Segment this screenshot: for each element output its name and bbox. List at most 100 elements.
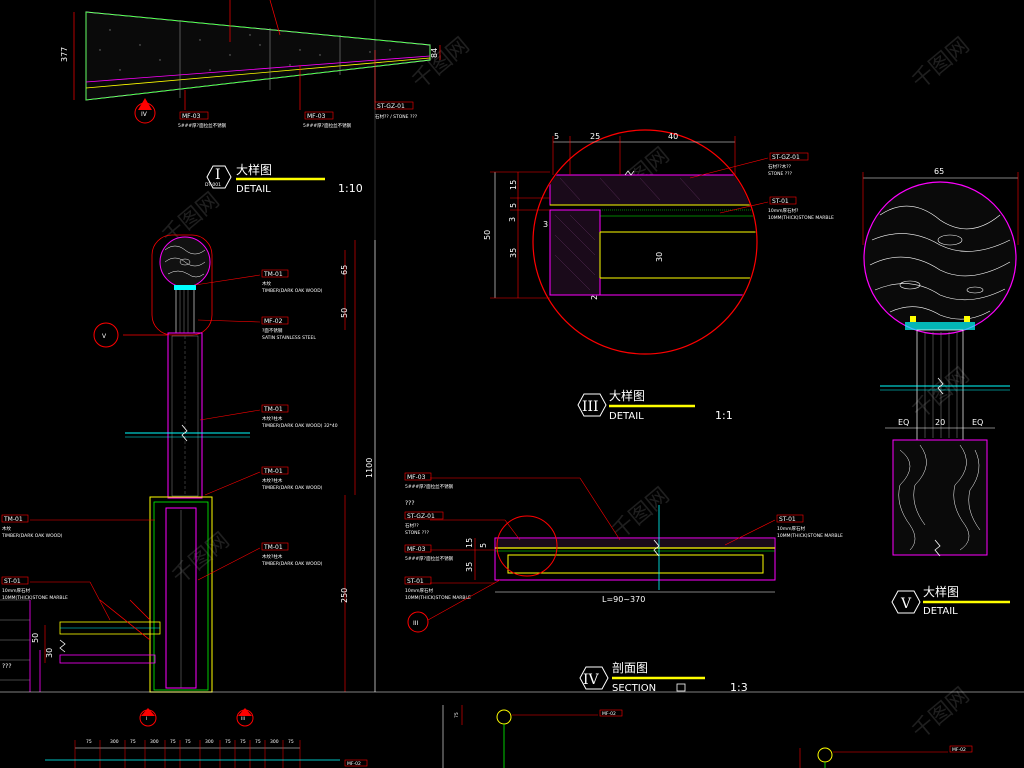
dim: 75 [454,712,460,718]
section-arrow-icon [138,98,152,110]
tag-code: MF-03 [182,113,201,120]
dim: 75 [255,739,261,745]
section-IV-title: IV 剖面图 SECTION 1:3 [579,661,748,694]
tag-line1: 木纹?柱木 [262,415,283,422]
dim: 65 [934,167,944,176]
title-en: SECTION [612,683,656,694]
tag-code: MF-03 [407,546,426,553]
tag-line1: 10mm厚石材 [2,587,30,594]
tag-line2: STONE ??? [768,171,793,177]
tag-line2: TIMBER(DARK OAK WOOD) [261,485,323,491]
dim: 75 [185,739,191,745]
dim: 250 [340,588,349,603]
title-cn: 大样图 [923,584,959,599]
tag-line1: 10mm厚石材 [777,525,805,532]
tag-line1: 木纹?柱木 [262,553,283,560]
tag-code: TM-01 [263,406,283,413]
tag-line1: 10mm厚石材 [405,587,433,594]
callout-circle [134,102,156,124]
watermark-layer: 千图网 千图网 千图网 千图网 千图网 千图网 千图网 千图网 [158,33,975,745]
tag-code: ??? [405,500,415,507]
dim-377: 377 [60,47,69,62]
tag-note: 5###厚?面拉丝不锈钢 [303,122,352,129]
tag-line1: 木纹 [2,525,11,532]
tag-line1: 5###厚?面拉丝不锈钢 [405,555,454,562]
tag-code: MF-03 [407,474,426,481]
detail-III-title: III 大样图 DETAIL 1:1 [577,388,733,422]
dim: 40 [668,132,678,141]
title-numeral: I [215,167,221,183]
callout-label: IV [141,111,148,118]
callout-label: III [241,716,245,722]
title-scale: 1:3 [730,681,748,694]
tag-line1: 木纹?柱木 [262,477,283,484]
dim: EQ [972,418,983,427]
bottom-section: I III 75 300 75 300 75 75 300 75 75 75 3… [0,691,1024,768]
dim: 30 [45,648,54,658]
tag-line2: TIMBER(DARK OAK WOOD) 32*40 [261,423,338,429]
detail-III-drawing: 5 25 40 15 5 50 35 3 30 2 3 ST-GZ-01 石材?… [483,129,834,355]
dim: 5 [479,543,488,548]
title-ref: DT-001 [205,182,221,188]
tag-note: 5###厚?面拉丝不锈钢 [178,122,227,129]
dim: 25 [590,132,600,141]
title-numeral: IV [583,672,600,688]
section-arrow-icon [238,708,252,716]
tag-code: ST-01 [407,578,424,585]
dim: 1100 [365,458,374,478]
dim: 300 [205,739,214,745]
title-numeral: V [900,596,912,612]
callout-circle [407,611,429,633]
dim: 15 [465,538,474,548]
tag-code: MF-02 [602,711,616,717]
watermark-text: 千图网 [908,33,975,95]
tag-code: MF-03 [307,113,326,120]
dim: 35 [509,248,518,258]
tag-line1: ?面不锈钢 [262,327,283,334]
tag-line2: STONE ??? [405,530,430,536]
dim: 15 [509,180,518,190]
tag-note: 石材?? / STONE ??? [375,113,418,120]
title-scale: 1:1 [715,409,733,422]
tag-code: TM-01 [3,516,23,523]
dim: 3 [543,220,548,229]
dim: EQ [898,418,909,427]
tag-code: TM-01 [263,271,283,278]
tag-line2: SATIN STAINLESS STEEL [262,335,316,341]
dim: 75 [170,739,176,745]
tag-code: MF-02 [264,318,283,325]
tag-line1: 10mm厚石材? [768,207,799,214]
dim: 75 [288,739,294,745]
callout-circle [93,322,119,348]
tag-code: TM-01 [263,468,283,475]
tag-line2: TIMBER(DARK OAK WOOD) [261,561,323,567]
tag-line2: 10MM(THICK)STONE MARBLE [405,595,471,601]
watermark-text: 千图网 [168,528,235,590]
tag-code: MF-02 [952,747,966,753]
dim: 75 [130,739,136,745]
tag-line2: TIMBER(DARK OAK WOOD) [261,288,323,294]
detail-I-drawing: 65 50 1100 250 50 30 TM-01 木纹 TIMBER(DAR… [0,234,376,693]
title-numeral: III [582,399,599,415]
section-IV-drawing: L=90~370 15 35 5 MF-03 5###厚?面拉丝不锈钢 ??? … [404,472,843,633]
tag-code: ST-01 [4,578,21,585]
callout-label: I [146,716,147,722]
dim: 2 [590,295,599,300]
tag-line2: 10MM(THICK)STONE MARBLE [2,595,68,601]
dim: 5 [554,132,559,141]
title-en: DETAIL [923,606,958,617]
callout-label: V [102,333,107,340]
section-arrow-icon [141,708,155,716]
dim: 300 [110,739,119,745]
watermark-text: 千图网 [608,483,675,545]
dim: 65 [340,265,349,275]
dim: 50 [483,230,492,240]
dim-84: 84 [430,48,439,58]
title-scale: 1:10 [338,182,363,195]
callout-label: III [413,620,419,627]
dim: 35 [465,562,474,572]
dim: 5 [509,203,518,208]
dim: 50 [340,308,349,318]
tag-line2: 10MM(THICK)STONE MARBLE [777,533,843,539]
